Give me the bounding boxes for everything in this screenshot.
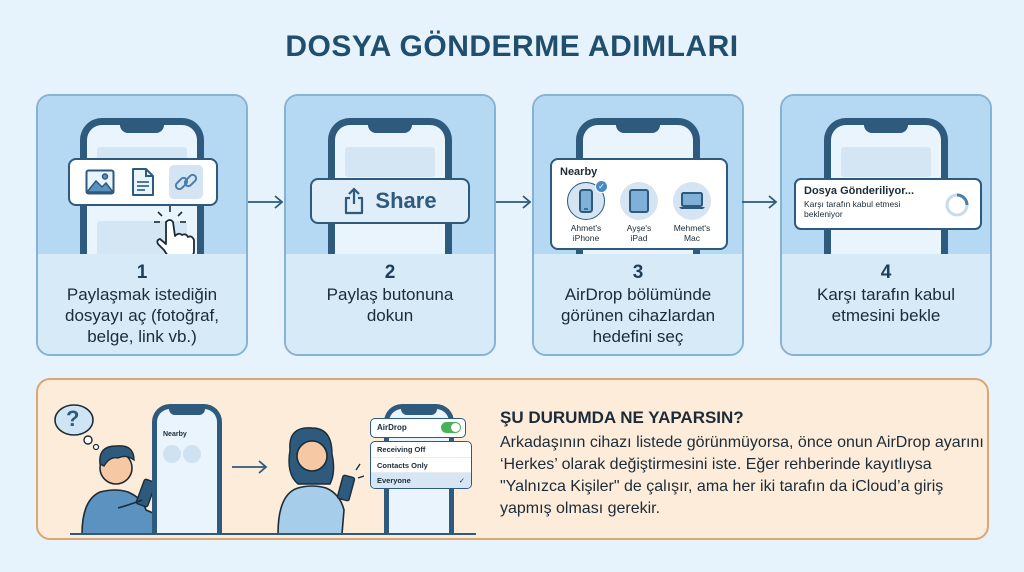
file-type-picker [68,158,218,206]
toast-title: Dosya Gönderiliyor... [804,185,915,197]
arrow-right-icon [742,195,778,209]
arrow-right-icon [232,460,268,474]
tip-panel: ? Nearby AirDrop [36,378,989,540]
document-icon[interactable] [126,165,160,199]
step-description: AirDrop bölümünde görünen cihazlardan he… [560,285,716,346]
airdrop-toggle[interactable] [441,422,461,433]
device-ahmets-iphone[interactable]: ✓ Ahmet's iPhone [560,180,612,243]
step-card-4: Dosya Gönderiliyor... Karşı tarafın kabu… [780,94,992,356]
phone-nearby-empty: Nearby [152,404,222,534]
step-number: 4 [880,262,892,283]
step-label: 3 AirDrop bölümünde görünen cihazlardan … [534,254,742,354]
link-icon[interactable] [169,165,204,199]
loading-spinner-icon [945,193,969,217]
woman-illustration [277,427,364,534]
ipad-icon [629,189,649,213]
option-contacts-only[interactable]: Contacts Only [371,458,471,473]
option-everyone[interactable]: Everyone✓ [371,473,471,488]
share-label: Share [375,188,437,213]
step-card-3: Nearby ✓ Ahmet's iPhone Ayşe's iPad [532,94,744,356]
tap-hand-icon [154,206,195,263]
question-mark: ? [66,406,80,431]
share-button[interactable]: Share [310,178,470,224]
check-icon: ✓ [458,476,465,485]
step-number: 2 [384,262,396,283]
step-label: 4 Karşı tarafın kabul etmesini bekle [782,254,990,354]
step-label: 1 Paylaşmak istediğin dosyayı aç (fotoğr… [38,254,246,354]
image-icon[interactable] [83,165,117,199]
page-title: DOSYA GÖNDERME ADIMLARI [285,30,739,63]
step-number: 3 [632,262,644,283]
selected-check-icon: ✓ [595,180,608,193]
iphone-icon [579,189,593,213]
step-description: Paylaş butonuna dokun [326,285,454,325]
nearby-title: Nearby [560,166,598,178]
device-ayses-ipad[interactable]: Ayşe's iPad [613,182,665,243]
airdrop-nearby-panel: Nearby ✓ Ahmet's iPhone Ayşe's iPad [550,158,728,250]
tip-illustration: ? Nearby AirDrop [38,380,488,540]
tip-title: ŞU DURUMDA NE YAPARSIN? [500,408,744,427]
step-description: Karşı tarafın kabul etmesini bekle [817,285,955,325]
sending-notification: Dosya Gönderiliyor... Karşı tarafın kabu… [794,178,982,230]
step-number: 1 [136,262,148,283]
step-label: 2 Paylaş butonuna dokun [286,254,494,354]
share-icon [345,187,364,215]
airdrop-receiving-menu: Receiving Off Contacts Only Everyone✓ [370,441,472,489]
ground-line [70,533,476,535]
step-illustration: Nearby ✓ Ahmet's iPhone Ayşe's iPad [534,96,742,288]
option-receiving-off[interactable]: Receiving Off [371,442,471,458]
step-card-2: Share 2 Paylaş butonuna dokun [284,94,496,356]
step-illustration [38,96,246,288]
device-mehmets-mac[interactable]: Mehmet's Mac [666,182,718,243]
confused-man-illustration [81,445,161,534]
arrow-right-icon [248,195,284,209]
step-illustration: Share [286,96,494,288]
tip-body: Arkadaşının cihazı listede görünmüyorsa,… [500,434,984,517]
step-card-1: 1 Paylaşmak istediğin dosyayı aç (fotoğr… [36,94,248,356]
thought-bubble-icon [54,404,100,451]
laptop-icon [679,192,705,209]
step-illustration: Dosya Gönderiliyor... Karşı tarafın kabu… [782,96,990,288]
step-description: Paylaşmak istediğin dosyayı aç (fotoğraf… [64,285,220,346]
toast-subtitle: Karşı tarafın kabul etmesi bekleniyor [804,199,901,219]
airdrop-toggle-row[interactable]: AirDrop [370,418,466,438]
arrow-right-icon [496,195,532,209]
